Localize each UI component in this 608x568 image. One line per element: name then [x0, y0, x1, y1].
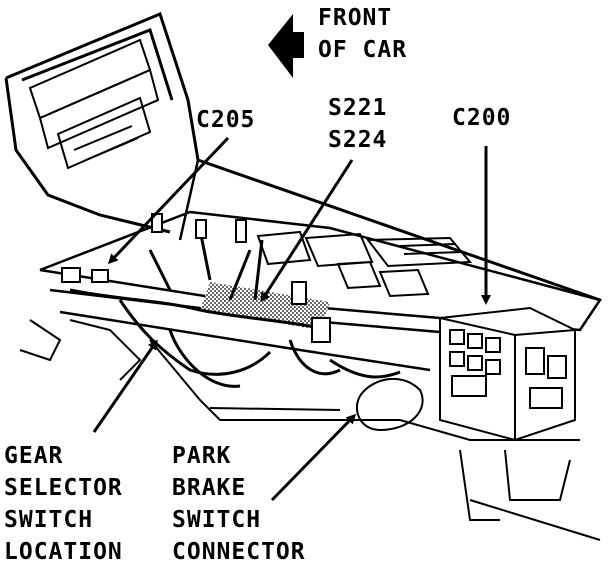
radio-openings	[256, 230, 473, 298]
leader-arrows	[92, 136, 491, 502]
windshield-frame	[4, 11, 601, 302]
lower-structure	[19, 319, 601, 541]
harness-shading	[200, 282, 330, 330]
gear-selector-label: GEAR SELECTOR SWITCH LOCATION	[4, 443, 123, 565]
dash-connectors	[61, 213, 331, 343]
gear-selector-leader	[92, 339, 158, 433]
park-brake-label: PARK BRAKE SWITCH CONNECTOR	[172, 443, 306, 565]
junction-block	[439, 306, 576, 442]
c200-label: C200	[452, 105, 512, 131]
s221-s224-label: S221 S224	[328, 95, 388, 153]
upper-openings	[28, 38, 160, 170]
s221-leader	[260, 159, 354, 303]
front-arrow-icon	[268, 14, 304, 78]
c205-label: C205	[196, 107, 256, 133]
front-of-car-label: FRONT OF CAR	[318, 5, 408, 63]
park-brake-leader	[270, 413, 357, 502]
c205-leader	[107, 136, 230, 265]
